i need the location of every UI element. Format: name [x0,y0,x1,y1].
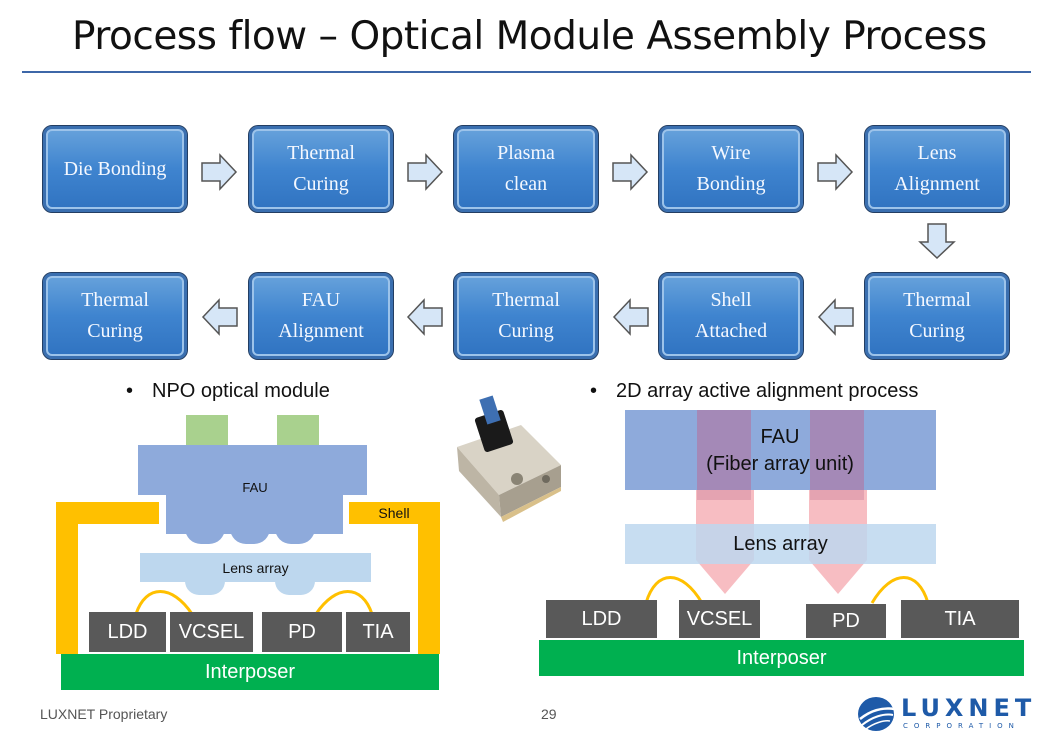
chip-pd: PD [806,604,886,638]
wire-bond [134,590,194,615]
wire-bond [314,590,374,615]
fiber-core [810,410,864,500]
fau-label-line1: FAU [760,425,800,448]
bullet-2d-array: •2D array active alignment process [590,380,919,402]
step-shell-attached: Shell Attached [658,272,804,360]
arrow-left-icon [817,298,854,336]
step-fau-alignment: FAU Alignment [248,272,394,360]
shell-left-wall [56,502,78,654]
step-wire-bonding: Wire Bonding [658,125,804,213]
arrow-right-icon [407,153,444,191]
logo-subtitle: CORPORATION [903,722,1020,730]
chip-vcsel: VCSEL [170,612,253,652]
lens-array: Lens array [625,524,936,564]
chip-vcsel: VCSEL [679,600,760,638]
step-die-bonding: Die Bonding [42,125,188,213]
lens-array: Lens array [140,553,371,582]
shell-top-left [56,502,159,524]
luxnet-logo: LUXNET CORPORATION [856,693,1038,735]
arrow-right-icon [612,153,649,191]
wire-bond [644,576,704,604]
chip-ldd: LDD [546,600,657,638]
chip-ldd: LDD [89,612,166,652]
module-photo [457,395,561,522]
step-thermal-curing-4: Thermal Curing [42,272,188,360]
fau-label: FAU [242,479,268,495]
wire-bond [870,576,930,604]
shell-right-wall [418,502,440,654]
globe-logo-icon [858,697,895,731]
step-thermal-curing-2: Thermal Curing [864,272,1010,360]
lens-bump [275,528,315,544]
fau-block [625,410,936,490]
fiber-core [697,410,751,500]
fau-label-line2: (Fiber array unit) [706,452,854,475]
interposer: Interposer [61,654,439,690]
lens-bump [185,581,225,595]
footer-proprietary: LUXNET Proprietary [40,706,168,722]
page-number: 29 [541,706,557,722]
chip-tia: TIA [346,612,410,652]
bullet-npo: •NPO optical module [126,380,330,402]
fau-stem [166,494,343,534]
arrow-down-icon [918,223,956,260]
arrow-right-icon [201,153,238,191]
arrow-right-icon [817,153,854,191]
title-underline [22,71,1031,73]
logo-wordmark: LUXNET [901,694,1037,722]
shell-top-right [349,502,440,524]
step-lens-alignment: Lens Alignment [864,125,1010,213]
arrow-left-icon [406,298,443,336]
interposer: Interposer [539,640,1024,676]
chip-pd: PD [262,612,342,652]
arrow-left-icon [612,298,649,336]
chip-tia: TIA [901,600,1019,638]
step-thermal-curing-3: Thermal Curing [453,272,599,360]
step-plasma-clean: Plasma clean [453,125,599,213]
lens-bump [230,528,270,544]
lens-bump [275,581,315,595]
arrow-left-icon [201,298,238,336]
fau-block [138,445,367,495]
shell-label: Shell [378,505,410,521]
page-title: Process flow – Optical Module Assembly P… [72,14,987,59]
lens-bump [185,528,225,544]
step-thermal-curing-1: Thermal Curing [248,125,394,213]
